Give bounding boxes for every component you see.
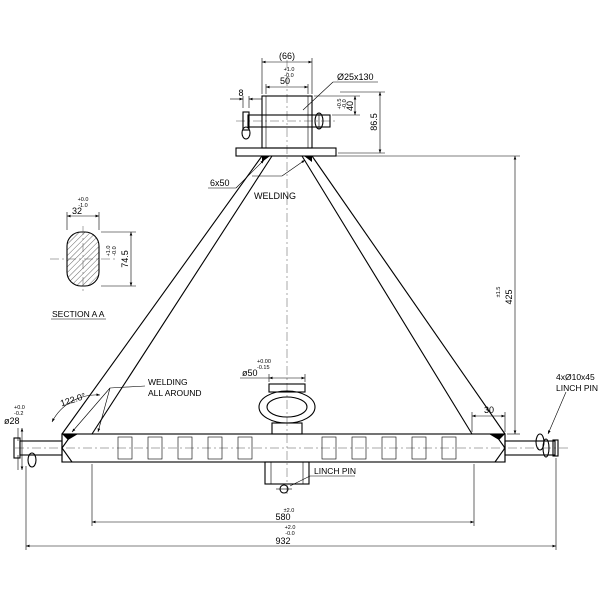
dim-40-label: 40 <box>345 101 355 111</box>
linch-pin-spec-line1: 4xØ10x45 <box>556 372 595 382</box>
center-dia-dimension: ø50 +0.00 -0.15 <box>240 359 306 382</box>
center-pin-assembly <box>258 383 316 494</box>
center-ring-inner <box>266 396 308 418</box>
top-dimensions: (66) 50 +1.0 -0.0 Ø25x130 8 40 +0.5 -0.0… <box>230 51 385 154</box>
svg-text:-0.2: -0.2 <box>14 411 23 417</box>
top-pin-assembly <box>235 95 337 162</box>
svg-text:+0.5: +0.5 <box>337 99 343 110</box>
dim-580-label: 580 <box>275 512 290 522</box>
dim-86-5-label: 86.5 <box>369 113 379 131</box>
svg-text:+1.0: +1.0 <box>106 246 112 257</box>
weld-all-around-annotation: WELDING ALL AROUND <box>71 377 202 433</box>
linch-pin-label: LINCH PIN <box>314 466 356 476</box>
svg-text:±1.5: ±1.5 <box>496 287 502 298</box>
top-pin <box>247 114 331 128</box>
svg-text:-0.0: -0.0 <box>284 73 293 79</box>
svg-text:-0.0: -0.0 <box>112 246 118 255</box>
welding-all-around-line2: ALL AROUND <box>148 388 202 398</box>
section-title: SECTION A A <box>52 309 105 319</box>
left-pin-dia-label: ø28 <box>4 416 20 426</box>
svg-text:-0.0: -0.0 <box>342 99 348 108</box>
weld-top-left <box>262 156 270 162</box>
dim-932: 932 +2.0 -0.0 <box>25 458 557 550</box>
top-weld-annotations: 6x50 WELDING <box>208 159 306 201</box>
right-linch-pin-annotation: 4xØ10x45 LINCH PIN <box>547 372 598 435</box>
dim-580: 580 ±2.0 <box>91 464 475 526</box>
bar-hidden-pattern <box>117 436 457 460</box>
height-dimension: 425 ±1.5 <box>314 155 520 435</box>
top-base-plate <box>235 147 337 157</box>
top-pin-ring <box>241 126 251 140</box>
dim-8-label: 8 <box>238 88 243 98</box>
height-425-label: 425 <box>504 289 514 304</box>
section-width-label: 32 <box>72 206 82 216</box>
svg-text:+0.00: +0.00 <box>257 359 271 365</box>
left-pin-dimension: ø28 +0.0 -0.2 <box>4 405 25 470</box>
center-linch-pin-annotation: LINCH PIN <box>289 466 356 487</box>
svg-text:-1.0: -1.0 <box>78 203 87 209</box>
welding-label: WELDING <box>254 191 296 201</box>
right-pin-head <box>552 439 559 457</box>
welding-all-around-line1: WELDING <box>148 377 188 387</box>
left-arm-inner <box>91 155 273 435</box>
svg-text:+2.0: +2.0 <box>285 525 296 531</box>
dim-30-label: 30 <box>484 405 494 415</box>
right-arm-inner <box>301 155 473 435</box>
svg-text:-0.0: -0.0 <box>285 531 294 537</box>
left-linch-pin <box>27 452 37 468</box>
left-pin-head <box>13 437 21 459</box>
section-aa: 32 +0.0 -1.0 74.5 +1.0 -0.0 SECTION A A <box>50 197 136 320</box>
dim-30: 30 <box>471 405 506 432</box>
right-arm-outer <box>311 155 506 435</box>
dim-932-label: 932 <box>275 536 290 546</box>
angle-label: 122.0° <box>59 391 87 409</box>
section-height-label: 74.5 <box>120 250 130 268</box>
weld-top-right <box>304 156 312 162</box>
center-pin-top <box>268 383 306 393</box>
svg-text:+0.0: +0.0 <box>14 405 25 411</box>
weld-spec-label: 6x50 <box>210 178 230 188</box>
dim-50-label: 50 <box>280 76 290 86</box>
svg-text:-0.15: -0.15 <box>257 365 270 371</box>
center-dia-label: ø50 <box>242 368 258 378</box>
dim-66-label: (66) <box>279 51 295 61</box>
pin-spec-label: Ø25x130 <box>337 72 374 82</box>
svg-text:±2.0: ±2.0 <box>284 508 295 514</box>
linch-pin-spec-line2: LINCH PIN <box>556 383 598 393</box>
svg-text:+0.0: +0.0 <box>78 197 89 203</box>
angle-dimension: 122.0° <box>51 391 101 423</box>
left-arm-outer <box>61 155 263 435</box>
svg-text:+1.0: +1.0 <box>284 67 295 73</box>
